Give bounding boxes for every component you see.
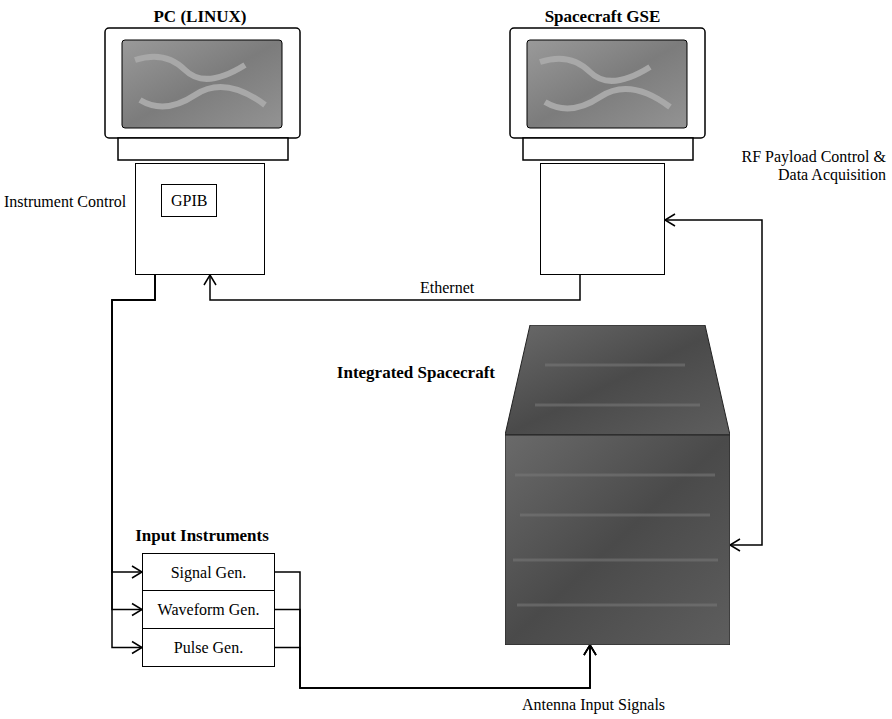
screen-texture — [540, 59, 670, 109]
connector-line — [210, 275, 580, 300]
arrowhead — [132, 604, 142, 616]
connector — [204, 275, 580, 300]
monitor-base — [118, 138, 288, 160]
connector — [275, 645, 596, 688]
spacecraft-body — [505, 325, 730, 645]
arrowhead — [584, 645, 596, 655]
computer-box: PC (LINUX)GPIB — [135, 163, 265, 275]
hull-texture — [513, 365, 718, 605]
box-label: Pulse Gen. — [174, 638, 243, 657]
connector-label: RF Payload Control & Data Acquisition — [734, 148, 888, 184]
arrowhead — [665, 214, 675, 226]
monitor-frame — [510, 28, 705, 138]
monitor-screen — [527, 40, 687, 128]
arrowhead — [730, 539, 740, 551]
box-label: GPIB — [171, 191, 207, 210]
arrowhead — [132, 566, 142, 578]
box-label: Signal Gen. — [171, 563, 247, 582]
connector-label: Instrument Control — [2, 193, 128, 211]
connector-line — [275, 645, 590, 688]
monitor-base — [523, 138, 693, 160]
instrument-group: Input InstrumentsSignal Gen. Waveform Gen… — [122, 526, 282, 668]
arrowhead — [132, 642, 142, 654]
connector-label: Ethernet — [418, 279, 476, 297]
spacecraft-hull — [505, 435, 730, 645]
screen-texture — [135, 57, 265, 107]
instrument-box: Pulse Gen. — [142, 628, 275, 667]
pc-monitor — [105, 28, 300, 160]
heading-label: Integrated Spacecraft — [337, 363, 495, 383]
gpib-card: GPIB — [161, 184, 217, 217]
monitor-screen — [122, 40, 282, 128]
heading-label: PC (LINUX) — [153, 7, 246, 27]
spacecraft-top — [505, 325, 730, 435]
heading-label: Input Instruments — [122, 526, 282, 546]
monitor-frame — [105, 28, 300, 138]
connector-label: Antenna Input Signals — [520, 696, 667, 714]
heading-label: Spacecraft GSE — [545, 7, 661, 27]
box-label: Waveform Gen. — [158, 600, 260, 619]
spacecraft: Integrated Spacecraft — [505, 325, 730, 645]
arrowhead — [204, 275, 216, 285]
computer-box: Spacecraft GSE — [540, 163, 665, 275]
instrument-box: Signal Gen. — [142, 553, 275, 591]
gse-monitor — [510, 28, 705, 160]
instrument-box: Waveform Gen. — [142, 590, 275, 629]
